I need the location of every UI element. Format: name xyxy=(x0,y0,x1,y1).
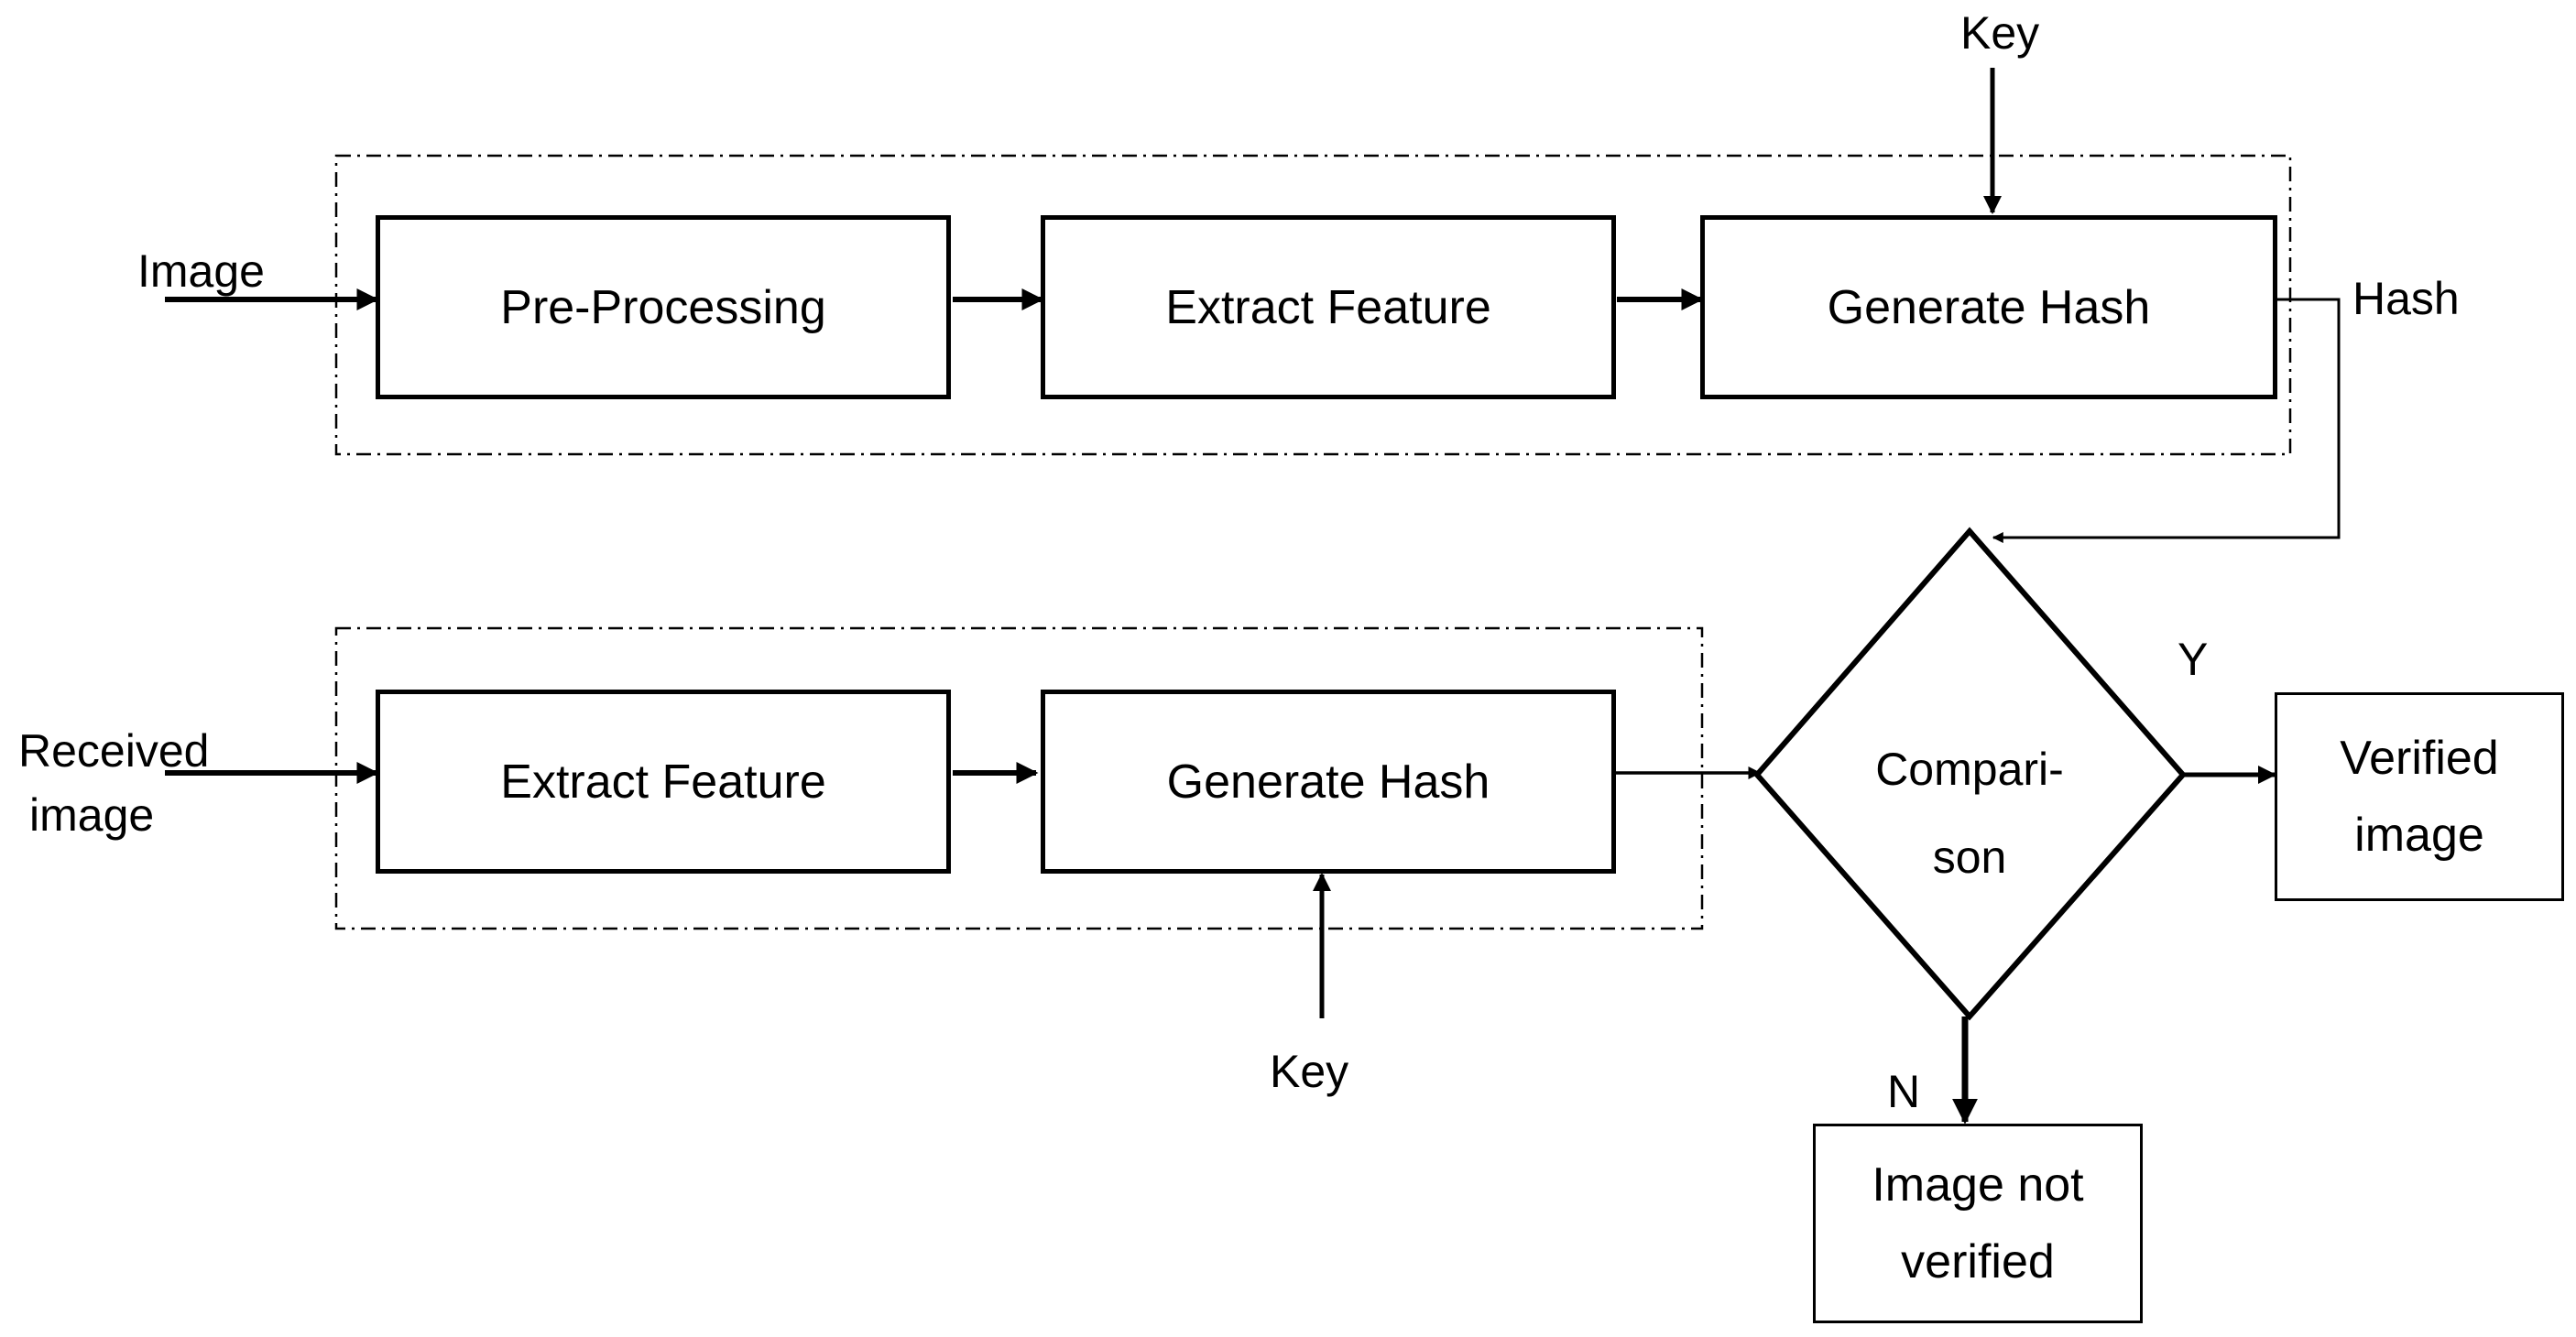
generate-hash-box-bottom: Generate Hash xyxy=(1041,690,1616,874)
comparison-label: Compari- son xyxy=(1823,725,2116,901)
verified-label-line2: image xyxy=(2354,809,2484,862)
top-group-frame xyxy=(334,154,2292,456)
preprocessing-label: Pre-Processing xyxy=(500,280,826,334)
key-bottom-label: Key xyxy=(1270,1046,1349,1097)
extract-feature-box-top: Extract Feature xyxy=(1041,215,1616,399)
image-not-verified-box: Image not verified xyxy=(1813,1124,2143,1323)
verified-label-line1: Verified xyxy=(2340,732,2499,785)
received-label-line1: Received xyxy=(18,725,210,777)
extract-feature-box-bottom: Extract Feature xyxy=(376,690,951,874)
comparison-diamond xyxy=(1753,527,2187,1021)
bottom-group-frame xyxy=(334,626,1704,930)
not-verified-label-line1: Image not xyxy=(1872,1158,2084,1212)
hash-output-label: Hash xyxy=(2352,273,2460,324)
hash-output-connector xyxy=(1992,298,2341,543)
preprocessing-box: Pre-Processing xyxy=(376,215,951,399)
generate-hash-box-top: Generate Hash xyxy=(1700,215,2277,399)
received-image-label: Received image xyxy=(18,719,209,847)
image-input-label: Image xyxy=(137,245,265,297)
no-label: N xyxy=(1887,1066,1921,1117)
verified-image-box: Verified image xyxy=(2275,692,2564,901)
comparison-label-line2: son xyxy=(1932,832,2007,883)
generate-hash-label-top: Generate Hash xyxy=(1827,280,2151,334)
extract-feature-label-top: Extract Feature xyxy=(1165,280,1491,334)
comparison-label-line1: Compari- xyxy=(1875,744,2064,795)
received-label-line2: image xyxy=(29,789,155,841)
yes-label: Y xyxy=(2178,634,2209,685)
key-top-label: Key xyxy=(1960,7,2040,59)
generate-hash-label-bottom: Generate Hash xyxy=(1166,755,1490,809)
not-verified-label-line2: verified xyxy=(1901,1235,2055,1288)
extract-feature-label-bottom: Extract Feature xyxy=(500,755,826,809)
